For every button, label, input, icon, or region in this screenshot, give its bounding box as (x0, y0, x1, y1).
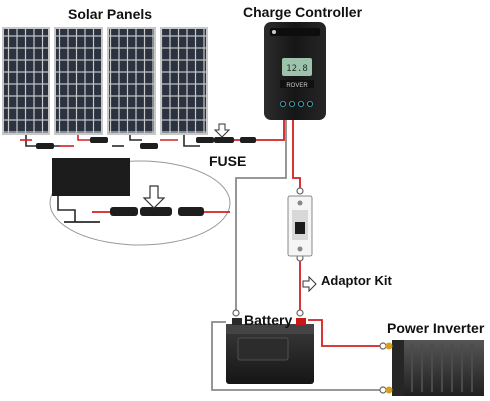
array-output-cable (214, 120, 285, 141)
solar-panel-array (2, 27, 208, 135)
solar-panel-2 (54, 27, 103, 135)
inverter-positive-post (385, 342, 393, 350)
adaptor-kit-label: Adaptor Kit (321, 273, 392, 288)
inline-fuse-holder (214, 137, 256, 143)
power-inverter (385, 340, 484, 396)
battery-label: Battery (244, 312, 293, 328)
solar-panel-3 (107, 27, 156, 135)
power-inverter-label: Power Inverter (387, 320, 485, 336)
mc4-connectors (36, 137, 214, 149)
battery-negative-terminal-cap (232, 318, 242, 325)
controller-display-value: 12.8 (286, 64, 308, 74)
battery (226, 318, 314, 384)
controller-negative-wire (235, 120, 287, 312)
system-wiring (211, 120, 386, 391)
battery-negative-wire (211, 321, 384, 391)
anl-fuse-block (287, 195, 313, 257)
charge-controller-label: Charge Controller (243, 4, 363, 20)
controller-to-fuse-wire (292, 120, 301, 190)
zoom-callout (49, 158, 231, 246)
fuse-label: FUSE (209, 153, 247, 169)
inverter-negative-post (385, 386, 393, 394)
adaptor-kit-arrow (302, 275, 317, 293)
controller-buttons (279, 101, 313, 108)
controller-screen (282, 58, 312, 76)
battery-positive-terminal-cap (296, 318, 306, 325)
solar-panels-label: Solar Panels (68, 6, 153, 22)
solar-panel-4 (160, 27, 208, 135)
ring-terminals (232, 187, 387, 394)
charge-controller: 12.8 ROVER (264, 22, 326, 120)
battery-to-inverter-positive (308, 319, 386, 347)
controller-brand-text: ROVER (286, 83, 308, 89)
solar-panel-1 (2, 27, 50, 135)
fuse-pointer-arrow (213, 123, 231, 138)
